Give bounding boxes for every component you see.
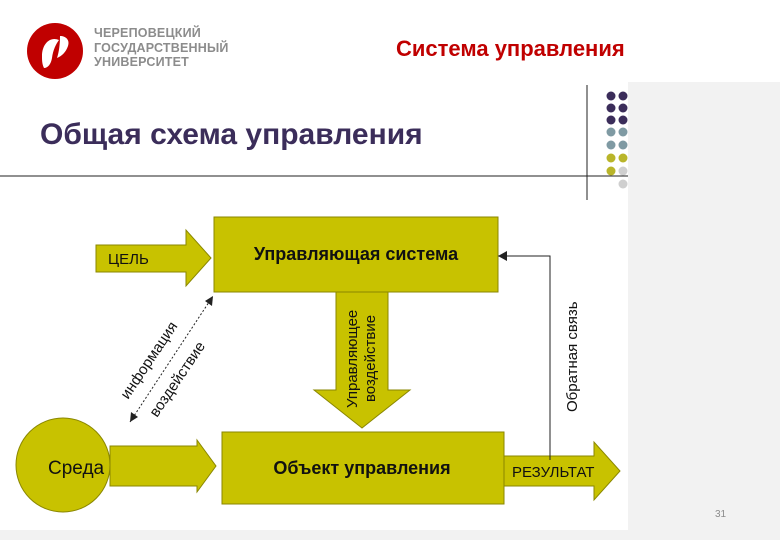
header-bar: ЧЕРЕПОВЕЦКИЙ ГОСУДАРСТВЕННЫЙ УНИВЕРСИТЕТ… [0, 0, 780, 82]
control-system-label: Управляющая система [254, 244, 459, 264]
dot [606, 153, 616, 163]
feedback-arrowhead [498, 251, 507, 261]
dot [618, 140, 628, 150]
dot [618, 115, 628, 125]
influence-arrowhead [130, 412, 138, 422]
dot [618, 179, 628, 189]
section-title: Система управления [396, 36, 625, 61]
control-system-box [213, 216, 499, 293]
controlled-object-label: Объект управления [273, 458, 450, 478]
decorative-dots [606, 91, 628, 189]
dot [606, 127, 616, 137]
dot [618, 153, 628, 163]
control-action-label-line-1: Управляющее [344, 310, 361, 408]
feedback-label: Обратная связь [564, 301, 581, 412]
dot [618, 91, 628, 101]
environment-label: Среда [48, 458, 105, 479]
university-name-line-2: ГОСУДАРСТВЕННЫЙ [94, 40, 229, 55]
result-label: РЕЗУЛЬТАТ [512, 464, 594, 481]
page-number: 31 [715, 509, 727, 520]
dot [606, 140, 616, 150]
goal-arrow [95, 228, 212, 288]
dot [606, 91, 616, 101]
university-name: ЧЕРЕПОВЕЦКИЙ ГОСУДАРСТВЕННЫЙ УНИВЕРСИТЕТ [94, 26, 229, 70]
information-arrowhead [205, 296, 213, 306]
dot [618, 103, 628, 113]
information-exchange-line [129, 295, 214, 423]
dot [618, 127, 628, 137]
slide-title: Общая схема управления [40, 118, 423, 151]
dot [606, 115, 616, 125]
control-action-arrow [312, 291, 412, 429]
dot [606, 103, 616, 113]
goal-label: ЦЕЛЬ [108, 251, 149, 268]
feedback-line [498, 255, 551, 460]
dot [618, 166, 628, 176]
dot [606, 166, 616, 176]
result-arrow [503, 440, 621, 502]
control-action-label-line-2: воздействие [362, 315, 379, 402]
environment-to-object-arrow [109, 438, 217, 494]
university-name-line-3: УНИВЕРСИТЕТ [94, 55, 189, 69]
university-name-line-1: ЧЕРЕПОВЕЦКИЙ [94, 26, 201, 40]
university-logo-icon [27, 23, 83, 79]
controlled-object-box [221, 431, 505, 505]
